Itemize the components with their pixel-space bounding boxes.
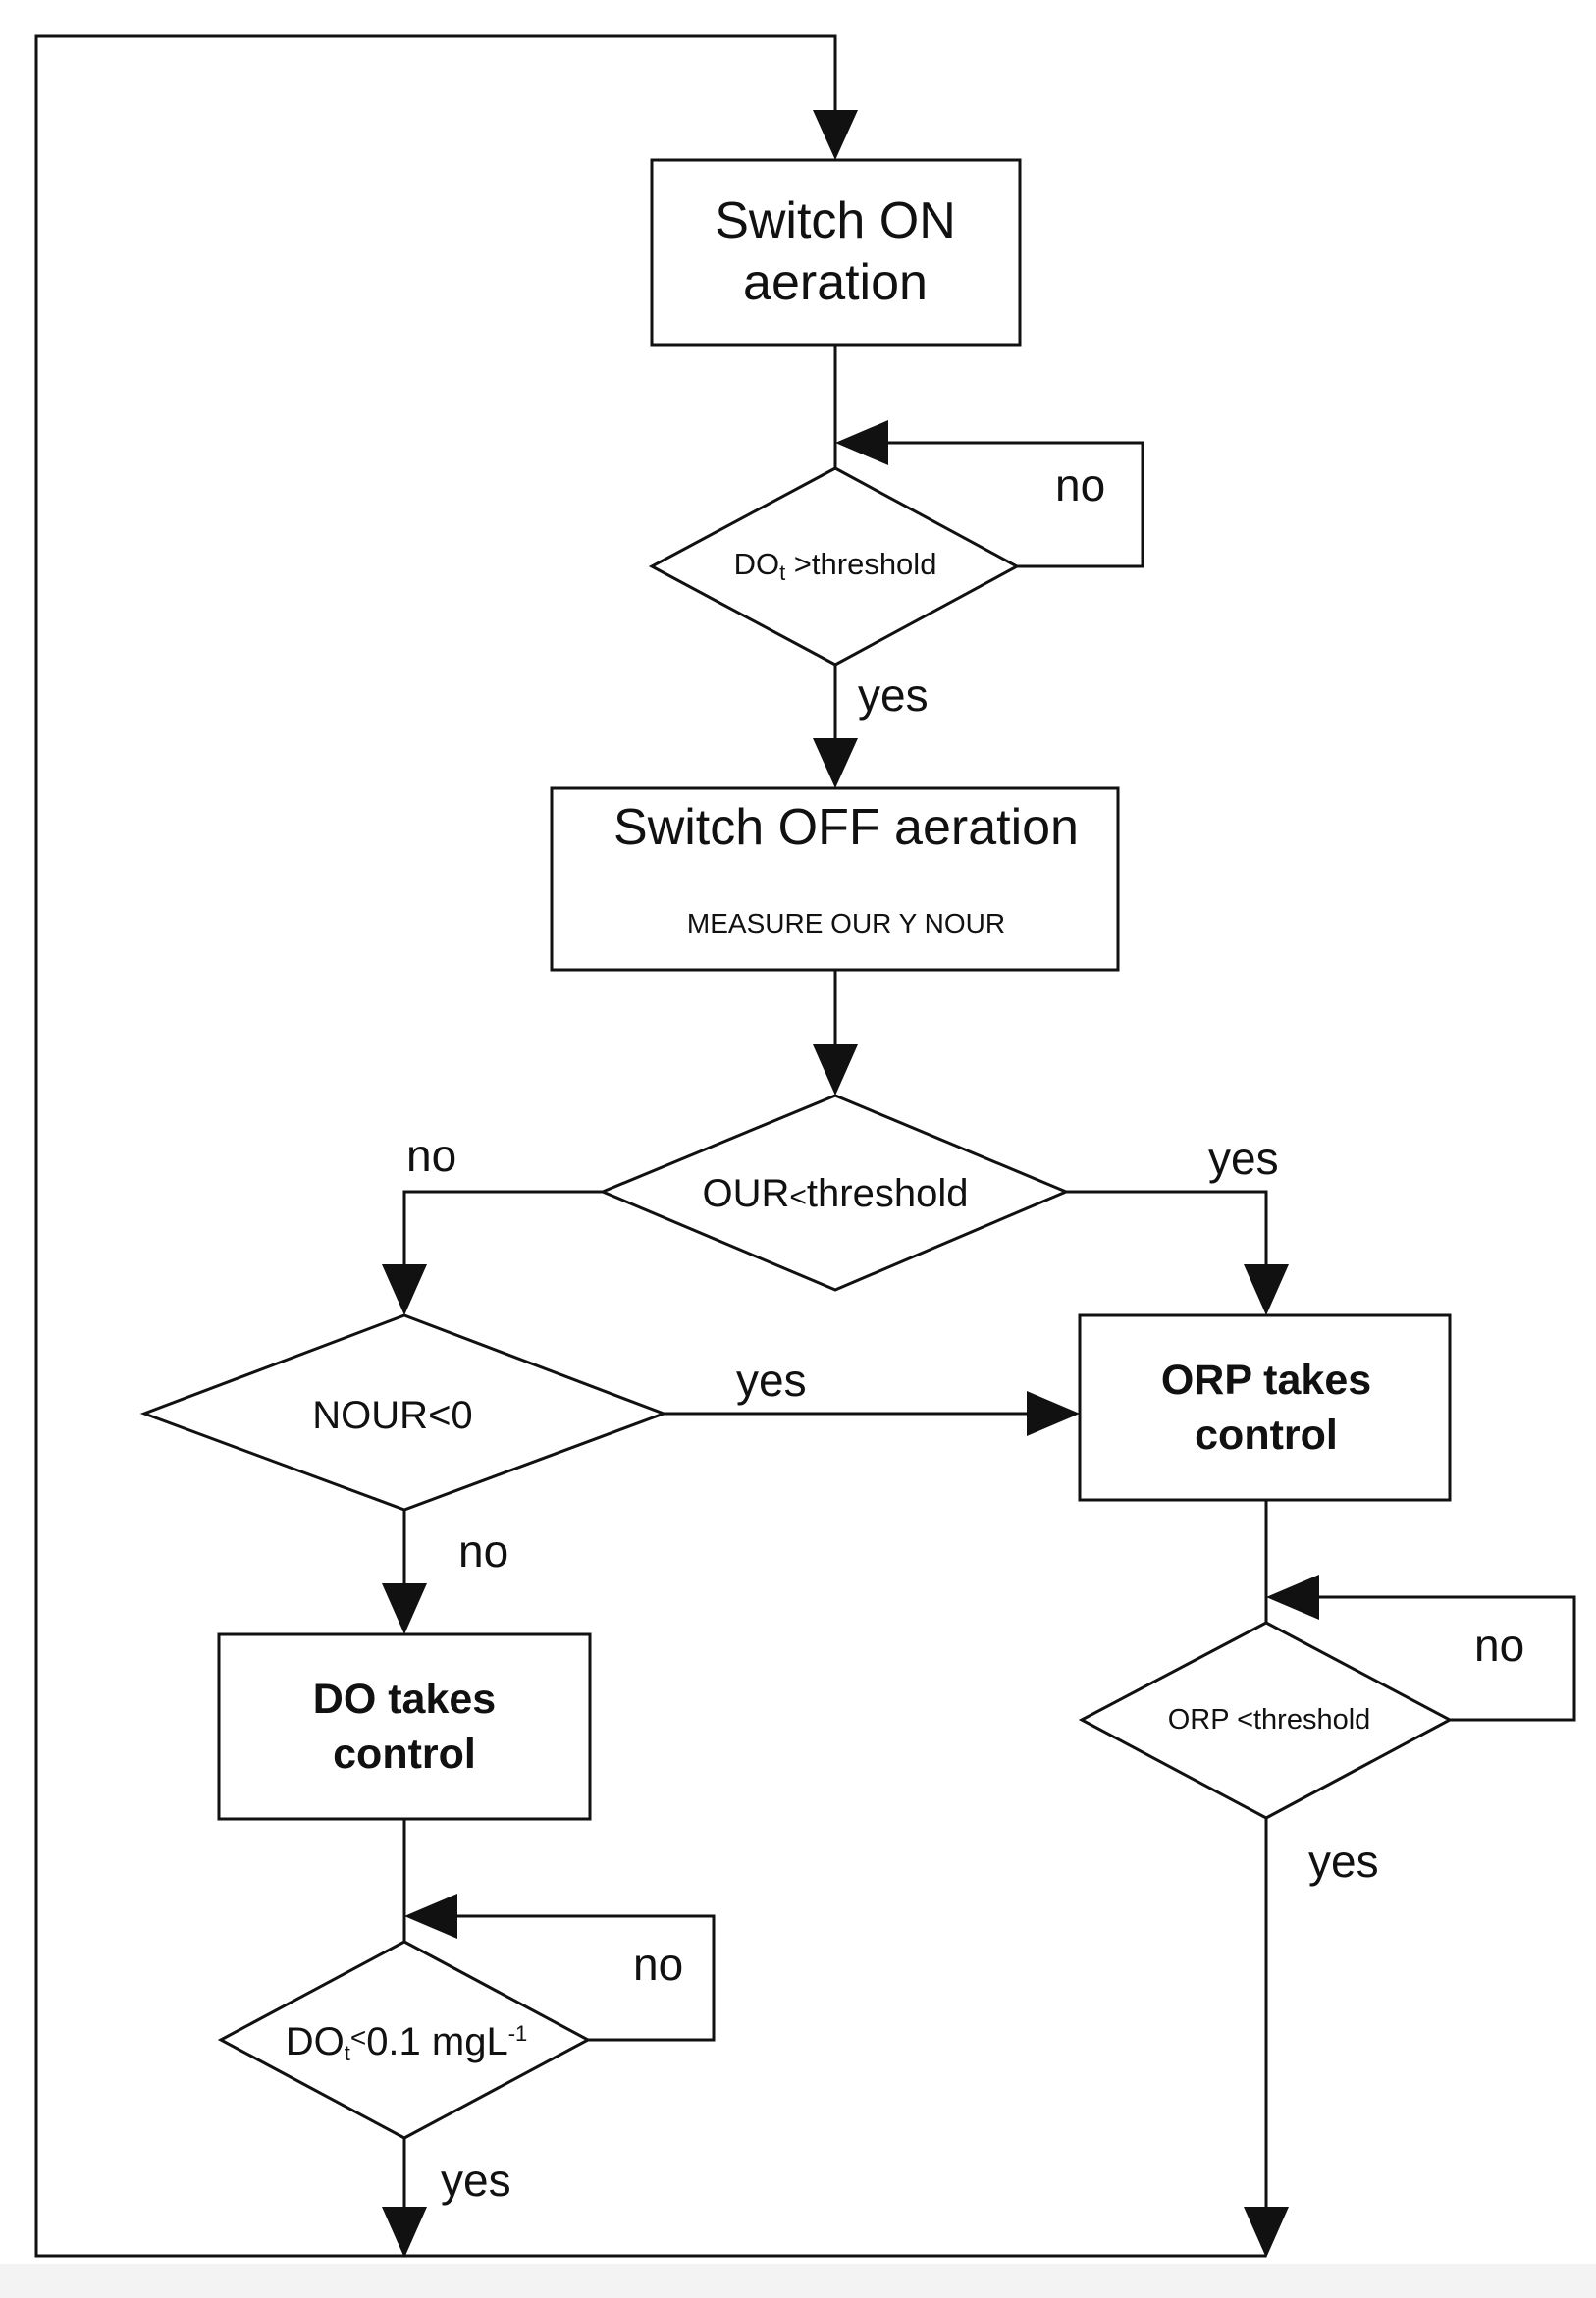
do-low-main: DO [286, 2020, 345, 2063]
switch-off-title: Switch OFF aeration [613, 799, 1079, 856]
edge-do-check-no-loop [874, 441, 1144, 568]
orp-yes-label: yes [1308, 1836, 1379, 1887]
do-threshold-label: DOt >threshold [734, 547, 937, 585]
do-check-no-label: no [1055, 459, 1105, 510]
nour-yes-label: yes [736, 1355, 807, 1406]
do-low-no-label: no [633, 1939, 683, 1990]
our-yes-label: yes [1208, 1133, 1279, 1184]
arrowhead-into-our [813, 1044, 858, 1096]
arrowhead-into-orp-control-top [1244, 1264, 1289, 1315]
do-check-yes-label: yes [858, 669, 929, 721]
do-low-value: 0.1 mgL [366, 2020, 508, 2063]
nour-no-label: no [458, 1525, 508, 1577]
bottom-strip [0, 2264, 1596, 2298]
do-low-yes-label: yes [441, 2155, 511, 2206]
orp-no-label: no [1474, 1620, 1524, 1671]
our-threshold-diamond [599, 1094, 1070, 1292]
arrowhead-into-switch-on [813, 110, 858, 160]
arrowhead-orp-no-loop [1266, 1575, 1319, 1620]
switch-on-label-line2: aeration [743, 254, 928, 311]
do-low-subscript: t [345, 2041, 350, 2065]
our-threshold-op: < [789, 1181, 807, 1213]
arrowhead-orp-yes [1244, 2207, 1289, 2258]
arrowhead-into-switch-off [813, 738, 858, 788]
arrowhead-into-do-control [382, 1583, 427, 1634]
our-no-label: no [406, 1130, 456, 1181]
do-low-label: DOt<0.1 mgL-1 [286, 2020, 528, 2065]
do-control-label-line2: control [333, 1731, 476, 1778]
orp-control-label-line1: ORP takes [1161, 1357, 1371, 1404]
do-low-superscript: -1 [508, 2021, 528, 2046]
our-threshold-label: OUR<threshold [703, 1172, 969, 1215]
arrowhead-do-low-yes [382, 2207, 427, 2258]
orp-control-box [1078, 1313, 1452, 1502]
switch-on-box [650, 158, 1022, 347]
edge-orp-no-loop [1304, 1595, 1576, 1722]
switch-on-label-line1: Switch ON [715, 192, 956, 249]
our-threshold-rest: threshold [807, 1172, 969, 1215]
arrowhead-into-nour [382, 1264, 427, 1315]
do-low-op: < [350, 2022, 366, 2053]
arrowhead-do-no-loop [835, 420, 888, 465]
do-control-label-line1: DO takes [313, 1676, 496, 1723]
switch-off-subtitle: MEASURE OUR Y NOUR [687, 908, 1005, 938]
do-threshold-main: DO [734, 547, 780, 581]
arrowhead-into-orp-control-left [1027, 1391, 1080, 1436]
edge-our-yes [1066, 1190, 1268, 1266]
edge-do-low-no-loop [443, 1914, 716, 2042]
arrowhead-do-low-no-loop [404, 1894, 457, 1939]
orp-threshold-label: ORP <threshold [1168, 1704, 1371, 1736]
nour-label: NOUR<0 [312, 1394, 472, 1437]
orp-control-label-line2: control [1195, 1412, 1338, 1459]
our-threshold-main: OUR [703, 1172, 790, 1215]
edge-our-no [402, 1190, 603, 1266]
do-threshold-rest: >threshold [785, 547, 936, 581]
do-threshold-subscript: t [779, 561, 785, 585]
return-loop-line [34, 34, 1266, 2258]
do-control-box [217, 1632, 592, 1821]
